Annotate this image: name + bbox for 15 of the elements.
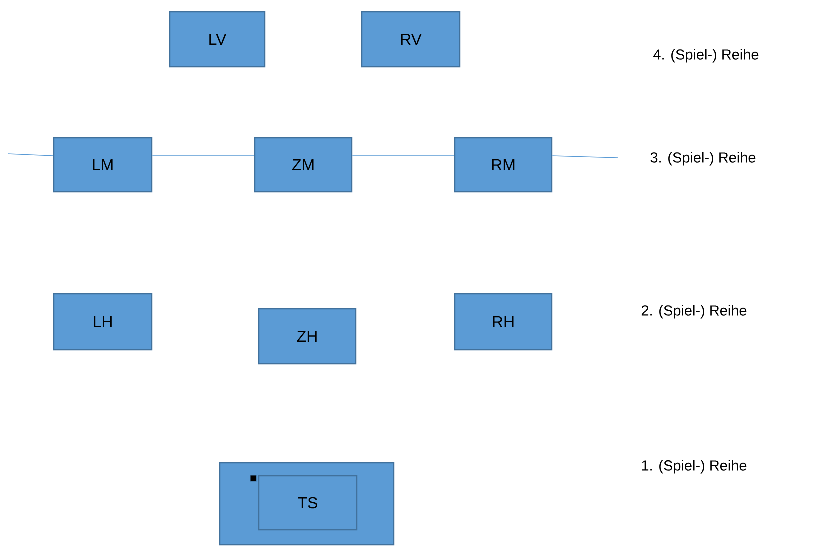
position-box: LH <box>53 293 153 351</box>
row-label: 1. (Spiel-) Reihe <box>642 460 747 474</box>
position-box: ZH <box>258 308 357 365</box>
position-box: ZM <box>254 137 353 193</box>
position-box: TS <box>250 474 358 531</box>
row-label: 2. (Spiel-) Reihe <box>642 305 747 319</box>
row-label: 4. (Spiel-) Reihe <box>654 49 759 63</box>
position-box: LM <box>53 137 153 193</box>
position-box: RM <box>454 137 553 193</box>
position-box: LV <box>169 11 266 68</box>
connector-line <box>552 156 618 158</box>
row-label: 3. (Spiel-) Reihe <box>650 152 756 166</box>
connector-line <box>8 154 54 156</box>
position-box: RH <box>454 293 553 351</box>
position-box: RV <box>361 11 461 68</box>
